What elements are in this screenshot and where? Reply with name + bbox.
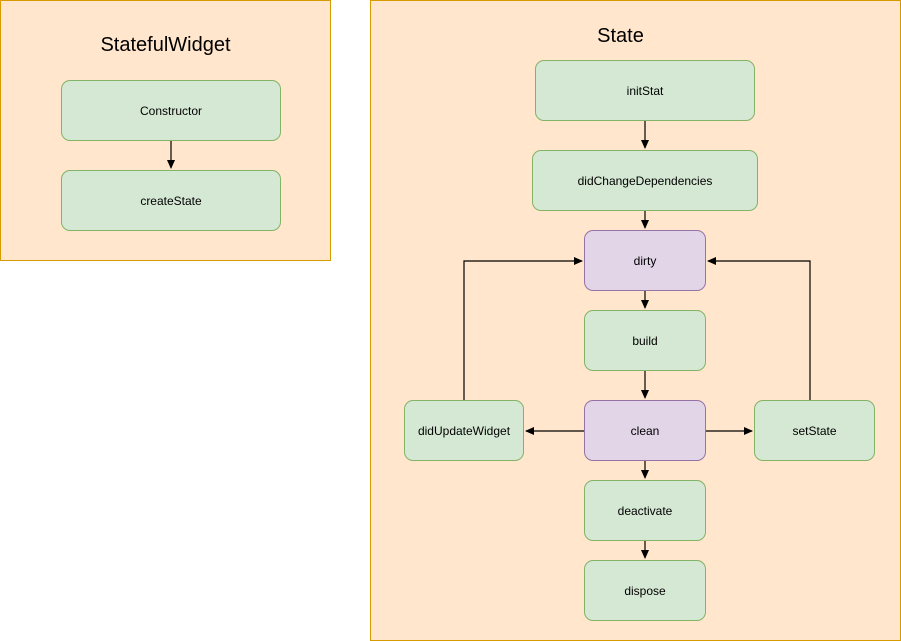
state-title: State	[597, 25, 644, 47]
constructor-node[interactable]: Constructor	[61, 80, 281, 141]
init-stat-node[interactable]: initStat	[535, 60, 755, 121]
did-update-widget-node[interactable]: didUpdateWidget	[404, 400, 524, 461]
stateful-widget-title: StatefulWidget	[100, 34, 231, 56]
set-state-node[interactable]: setState	[754, 400, 875, 461]
dirty-node[interactable]: dirty	[584, 230, 706, 291]
dispose-node[interactable]: dispose	[584, 560, 706, 621]
create-state-node[interactable]: createState	[61, 170, 281, 231]
clean-node[interactable]: clean	[584, 400, 706, 461]
build-node[interactable]: build	[584, 310, 706, 371]
did-change-dependencies-node[interactable]: didChangeDependencies	[532, 150, 758, 211]
deactivate-node[interactable]: deactivate	[584, 480, 706, 541]
